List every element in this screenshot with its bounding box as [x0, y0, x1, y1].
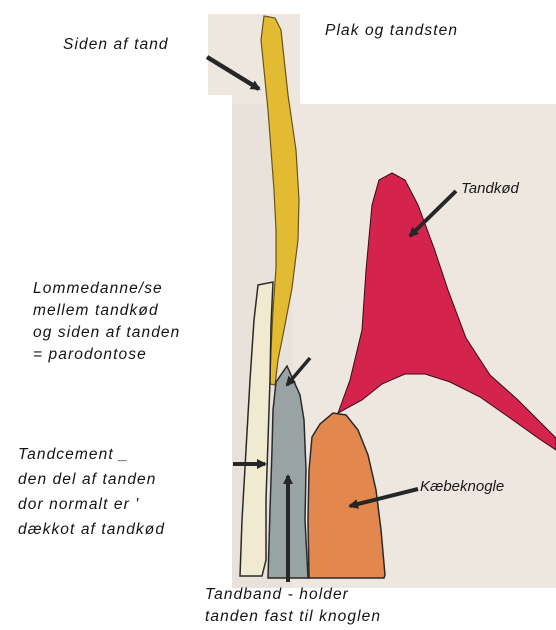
label-cementum-line-2: den del af tanden — [18, 469, 157, 491]
label-cementum-line-4: dækkot af tandkød — [18, 519, 165, 541]
label-jawbone: Kæbeknogle — [420, 478, 504, 495]
label-plaque: Plak og tandsten — [325, 20, 458, 42]
label-ligament-line-2: tanden fast til knoglen — [205, 606, 381, 628]
label-side-of-tooth: Siden af tand — [63, 34, 169, 56]
label-ligament-line-1: Tandband - holder — [205, 584, 349, 606]
label-pocket-line-3: og siden af tanden — [33, 322, 180, 344]
label-cementum-line-1: Tandcement _ — [18, 444, 129, 466]
label-cementum-line-3: dor normalt er ' — [18, 494, 139, 516]
label-pocket-line-1: Lommedanne/se — [33, 278, 163, 300]
label-pocket-line-4: = parodontose — [33, 344, 147, 366]
label-pocket-line-2: mellem tandkød — [33, 300, 159, 322]
label-gum: Tandkød — [461, 180, 519, 197]
